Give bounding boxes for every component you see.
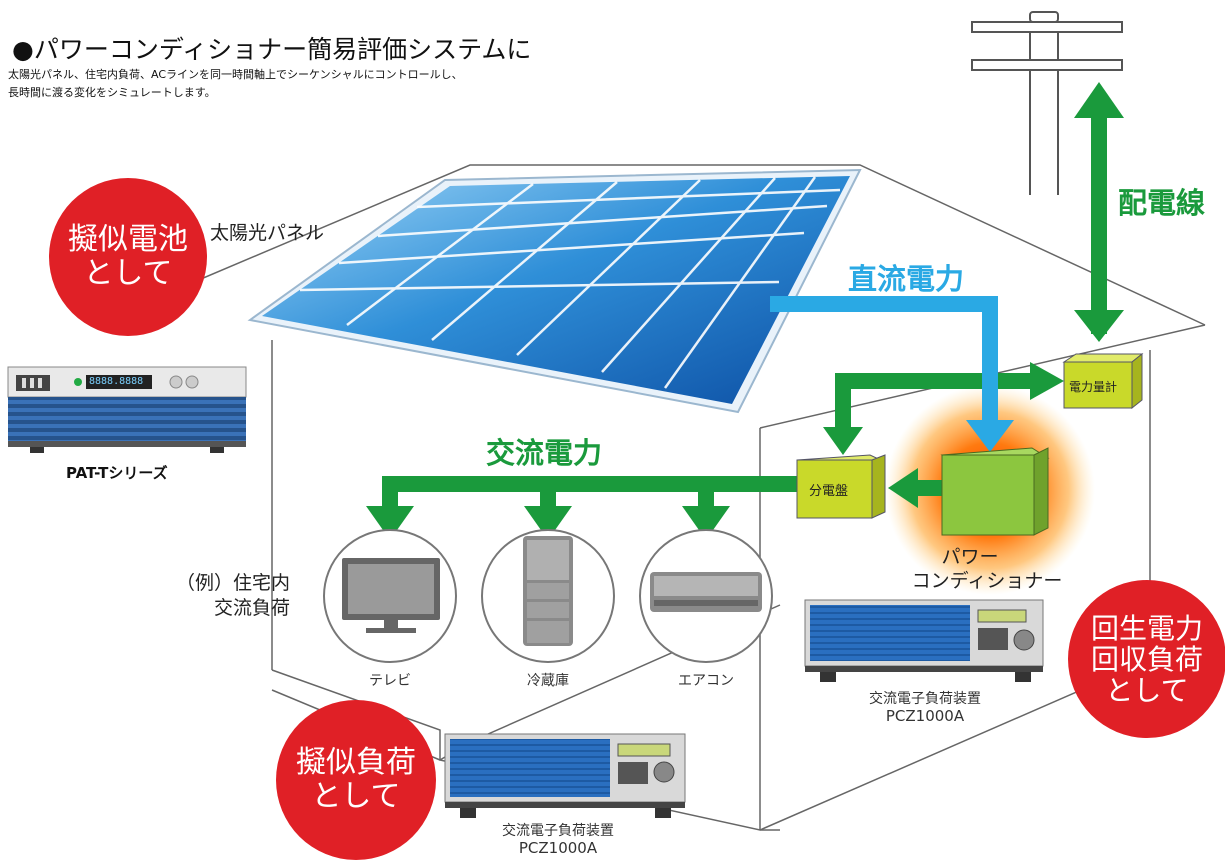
regen-badge-line2: 回収負荷 (1090, 642, 1203, 676)
solar-panel (247, 168, 862, 414)
aircon-label: エアコン (678, 673, 734, 689)
pat-series-label: PAT-Tシリーズ (66, 464, 168, 482)
power-meter-label: 電力量計 (1069, 380, 1118, 394)
distribution-board-box (796, 454, 886, 519)
regen-badge-line3: として (1105, 673, 1189, 707)
page-title: ●パワーコンディショナー簡易評価システムに (12, 35, 532, 64)
distribution-line-arrow (1074, 82, 1124, 342)
dc-power-arrow (770, 296, 1014, 452)
fridge-label: 冷蔵庫 (527, 673, 569, 689)
page-subtitle-line1: 太陽光パネル、住宅内負荷、ACラインを同一時間軸上でシーケンシャルにコントロール… (8, 68, 463, 81)
power-conditioner-box (940, 447, 1050, 536)
pseudo-load-badge-line1: 擬似負荷 (296, 745, 416, 780)
pcz-bottom-label-line2: PCZ1000A (518, 839, 598, 857)
pseudo-battery-badge-line2: として (83, 256, 173, 291)
distribution-line-label: 配電線 (1118, 186, 1206, 220)
pat-t-device (7, 366, 247, 453)
utility-pole (971, 11, 1123, 195)
distribution-board-label: 分電盤 (809, 484, 849, 499)
power-conditioner-label-line1: パワー (941, 546, 999, 568)
pseudo-battery-badge-line1: 擬似電池 (68, 222, 188, 257)
pseudo-battery-badge: 擬似電池 として (49, 178, 207, 336)
fridge-appliance (481, 529, 615, 663)
regen-badge-line1: 回生電力 (1090, 611, 1203, 645)
page-subtitle-line2: 長時間に渡る変化をシミュレートします。 (8, 86, 216, 99)
tv-label: テレビ (369, 673, 411, 689)
example-label-line1: （例）住宅内 (176, 572, 291, 594)
pseudo-load-badge: 擬似負荷 として (276, 700, 436, 860)
solar-panel-label: 太陽光パネル (210, 222, 325, 244)
tv-appliance (323, 529, 457, 663)
ac-power-arrows (366, 476, 800, 540)
pcz1000a-bottom-device (444, 733, 686, 818)
ac-power-label: 交流電力 (486, 436, 603, 470)
pcz1000a-right-device (804, 599, 1044, 682)
aircon-appliance (639, 529, 773, 663)
regen-badge: 回生電力 回収負荷 として (1068, 580, 1225, 738)
pseudo-load-badge-line2: として (311, 779, 401, 814)
dc-power-label: 直流電力 (848, 262, 965, 296)
power-meter-box (1062, 352, 1144, 410)
example-label-line2: 交流負荷 (214, 597, 291, 619)
power-conditioner-label-line2: コンディショナー (911, 570, 1063, 592)
pcon-to-board-arrow (888, 468, 945, 508)
pcz-right-label-line1: 交流電子負荷装置 (869, 691, 981, 707)
pcz-right-label-line2: PCZ1000A (885, 707, 965, 725)
pat-display-readout: 8888.8888 (89, 376, 144, 387)
pcz-bottom-label-line1: 交流電子負荷装置 (502, 823, 614, 839)
